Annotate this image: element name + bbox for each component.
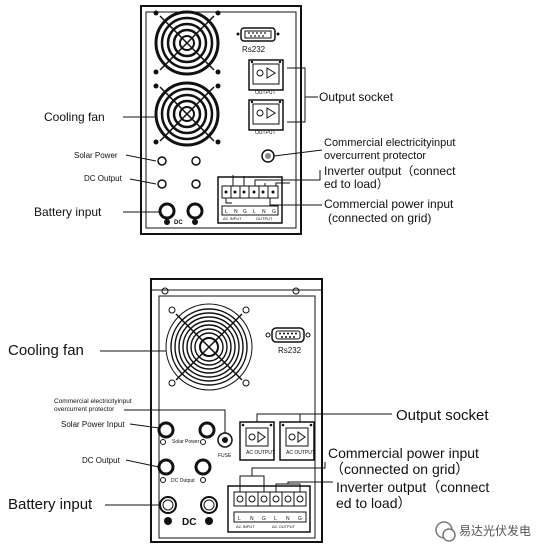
cooling-fan (165, 303, 253, 391)
solar-small-label: Solar Power (172, 439, 200, 445)
terminal-letter: G (272, 209, 276, 215)
cabinet-inner-panel (158, 295, 316, 539)
ac-output-label: OUTPUT (256, 216, 273, 221)
label-commercial-line1: Commercial power input (328, 445, 479, 461)
label-commercial-line1: Commercial power input (324, 197, 454, 211)
label-inverter-line2: ed to load） (336, 495, 412, 511)
ac-output-label: AC OUTPUT (272, 524, 296, 529)
label-protector-line1: Commercial electricityinput (324, 137, 455, 149)
output-small-label-1: OUTPUT (255, 90, 276, 96)
cooling-fan-1 (154, 10, 220, 76)
terminal-letter: N (286, 516, 290, 522)
terminal-block (217, 176, 283, 224)
terminal-block (227, 485, 311, 533)
diagram-2: Rs232 FUSE Solar Power DC Output (8, 278, 489, 543)
battery-input-terminals (158, 202, 204, 225)
solar-power-terminals (157, 421, 216, 445)
label-output-socket: Output socket (396, 407, 489, 424)
ac-output-socket-2 (279, 421, 315, 461)
ac-output-small-label-2: AC OUTPUT (286, 450, 315, 456)
cabinet-inner-panel (145, 11, 297, 229)
terminal-letter: N (262, 209, 266, 215)
dc-label: DC (182, 517, 196, 528)
label-commercial-line2: (connected on grid) (328, 211, 431, 225)
dc-output-terminals (157, 179, 201, 189)
ac-input-label: AC INPUT (223, 216, 242, 221)
terminal-letter: L (274, 516, 277, 522)
label-cooling-fan: Cooling fan (8, 342, 84, 359)
label-solar-power-input: Solar Power Input (61, 420, 125, 429)
watermark: 易达光伏发电 (435, 521, 531, 542)
output-socket-2 (248, 99, 284, 131)
fuse-holder (217, 432, 233, 448)
label-battery-input: Battery input (8, 496, 93, 513)
label-dc-output: DC Output (82, 456, 121, 465)
leader-lines-1 (123, 67, 323, 213)
label-protector-line2: overcurrent protector (54, 406, 115, 413)
terminal-letter: G (262, 516, 266, 522)
label-commercial-line2: （connected on grid） (330, 461, 469, 477)
terminal-letter: L (238, 516, 241, 522)
label-solar-power: Solar Power (74, 151, 118, 160)
battery-input-terminals (159, 496, 218, 525)
rs232-label: Rs232 (242, 45, 266, 54)
label-inverter-line2: ed to load） (324, 177, 389, 191)
fuse-label: FUSE (218, 453, 232, 459)
terminal-letter: G (298, 516, 302, 522)
output-small-label-2: OUTPUT (255, 130, 276, 136)
terminal-letter: L (253, 209, 256, 215)
terminal-letter: N (234, 209, 238, 215)
diagram-1: Rs232 OUTPUT OUTPUT (34, 5, 456, 235)
output-socket-1 (248, 59, 284, 91)
label-inverter-line1: Inverter output（connect (336, 479, 489, 495)
watermark-text: 易达光伏发电 (459, 523, 531, 538)
label-protector-line2: overcurrent protector (324, 150, 426, 162)
dc-output-small-label: DC Output (171, 478, 195, 484)
screw-icon (153, 10, 221, 145)
label-battery-input: Battery input (34, 205, 102, 219)
label-cooling-fan: Cooling fan (44, 110, 105, 124)
label-output-socket: Output socket (319, 90, 394, 104)
label-inverter-line1: Inverter output（connect (324, 164, 456, 178)
cooling-fan-2 (154, 81, 220, 147)
rs232-port (236, 27, 280, 42)
ac-output-small-label-1: AC OUTPUT (246, 450, 275, 456)
rs232-port (265, 327, 311, 343)
dc-label: DC (174, 220, 183, 226)
terminal-letter: N (250, 516, 254, 522)
screw-icon (161, 287, 300, 387)
rs232-label: Rs232 (278, 346, 302, 355)
label-dc-output: DC Output (84, 174, 123, 183)
terminal-letter: G (243, 209, 247, 215)
terminal-letter: L (225, 209, 228, 215)
leader-lines-2 (100, 350, 392, 506)
overcurrent-protector (261, 149, 275, 163)
solar-power-terminals (157, 156, 201, 166)
ac-input-label: AC INPUT (236, 524, 255, 529)
label-protector-line1: Commercial electricityinput (54, 398, 132, 405)
dc-output-terminals (157, 458, 212, 483)
